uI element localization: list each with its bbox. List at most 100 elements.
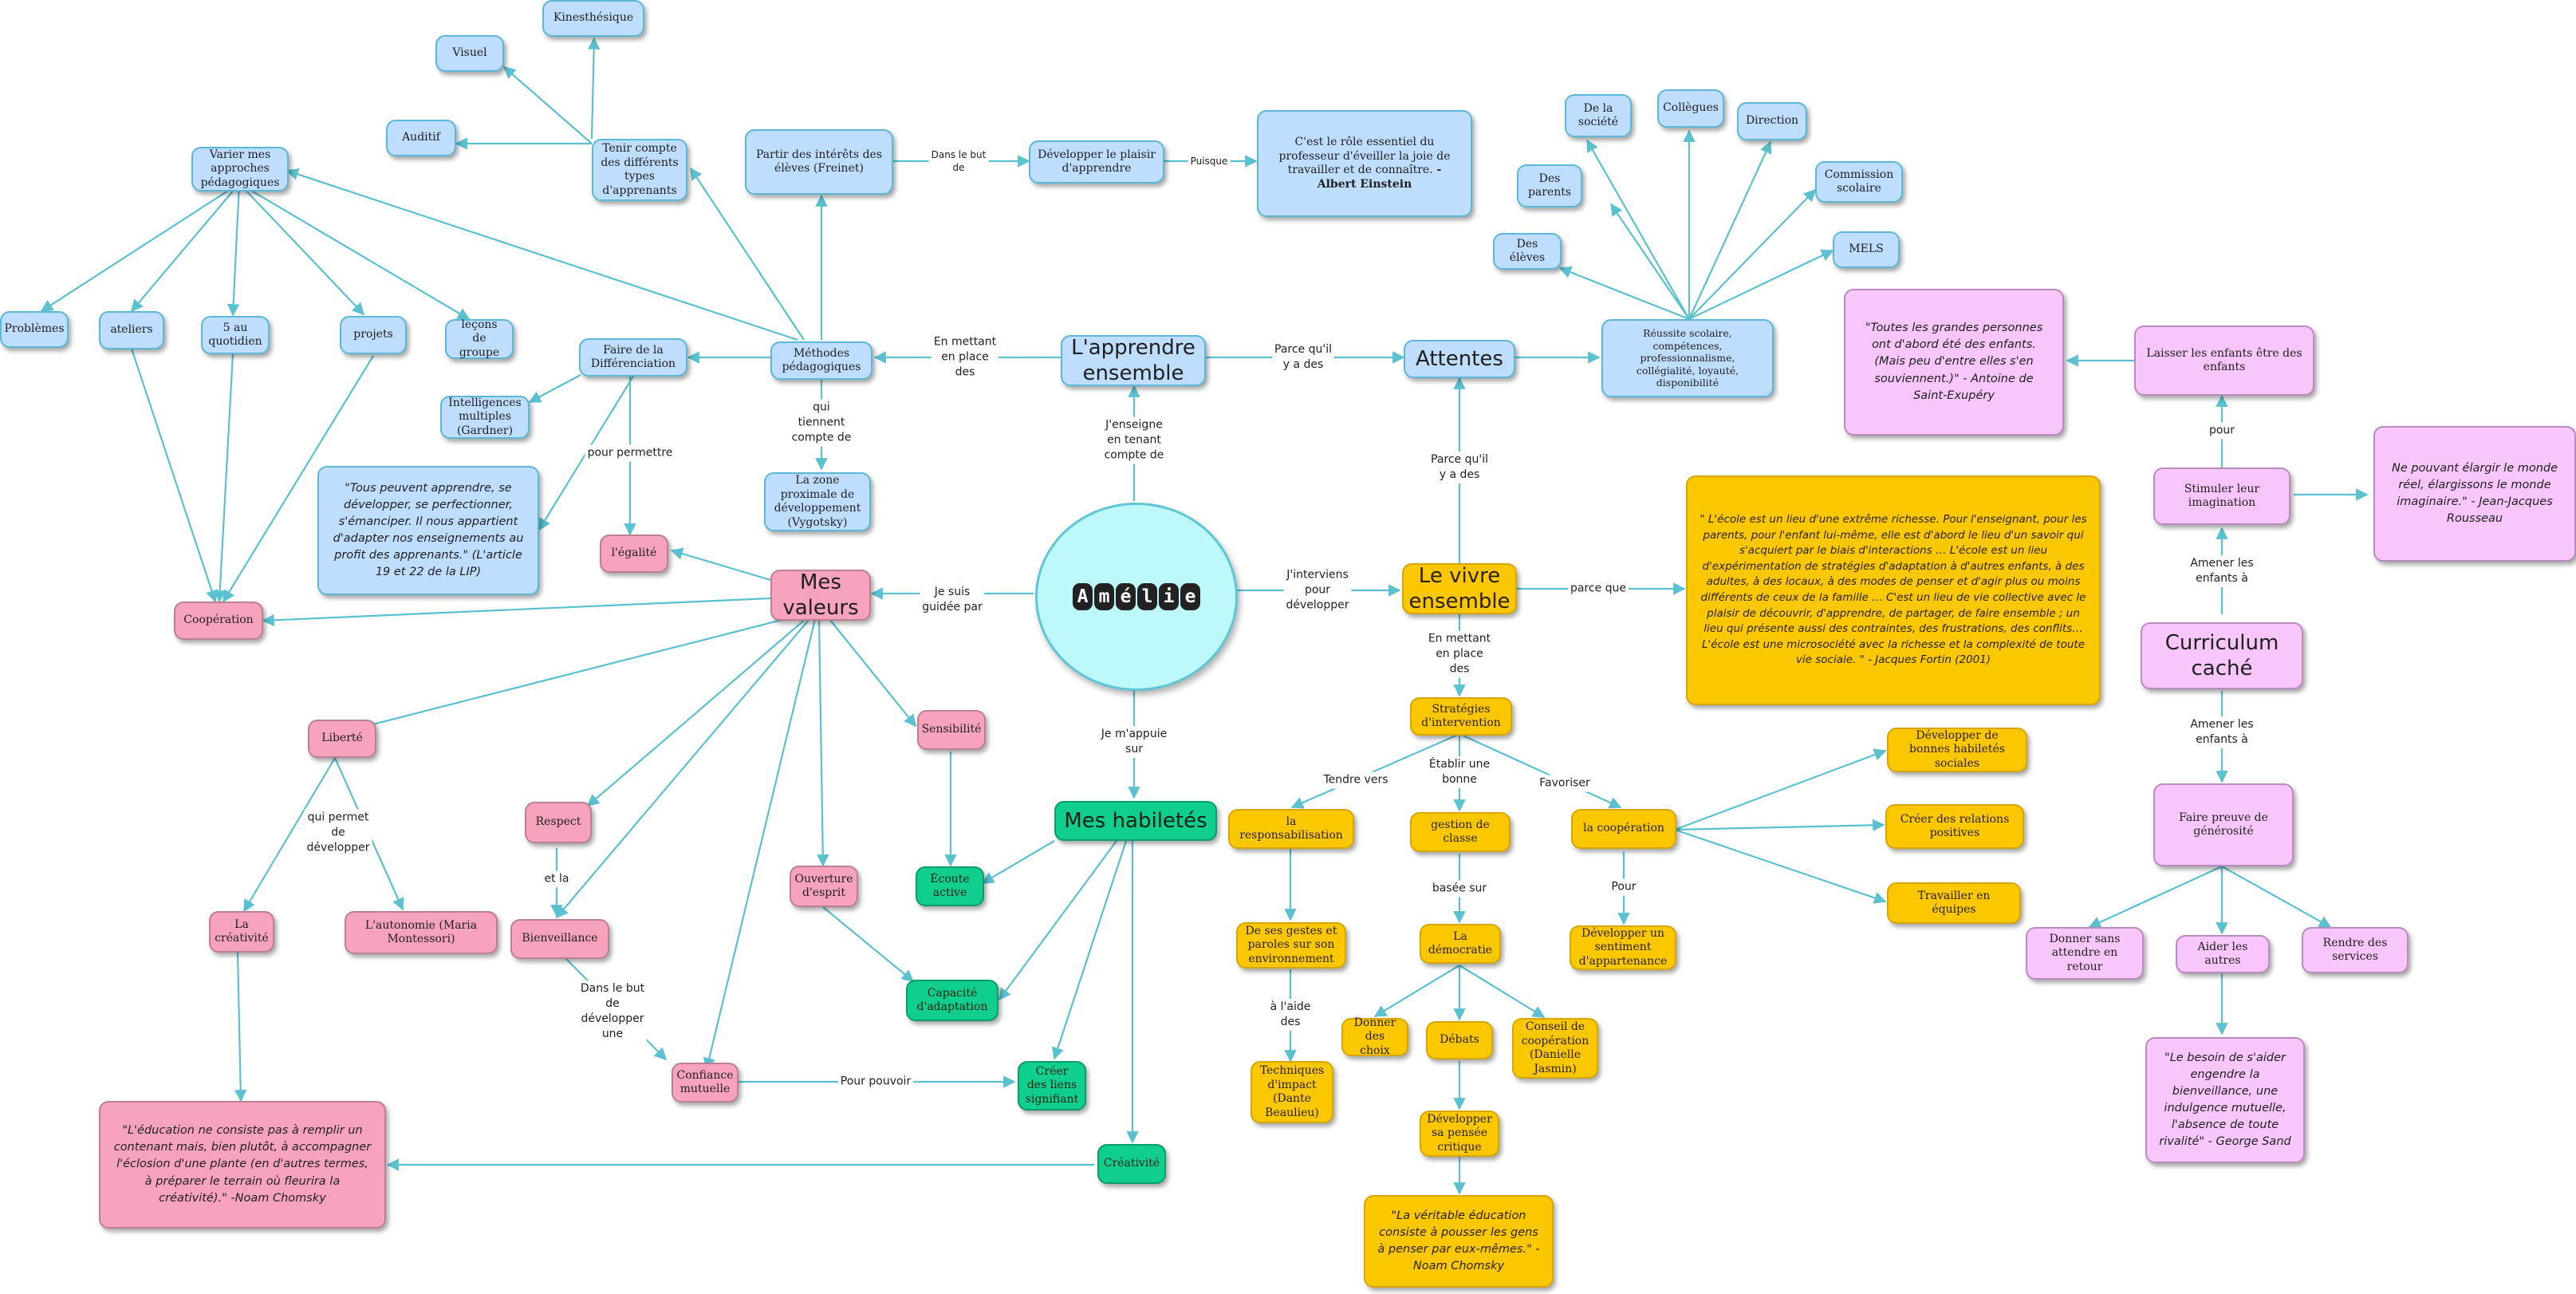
node-mels[interactable]: MELS	[1833, 231, 1900, 268]
node-varier-approches[interactable]: Varier mes approches pédagogiques	[191, 147, 289, 191]
link-label-puisque: Puisque	[1188, 153, 1231, 169]
center-node-amelie[interactable]: A m é l i e	[1035, 503, 1238, 691]
node-plaisir-apprendre[interactable]: Développer le plaisir d'apprendre	[1029, 140, 1164, 183]
node-fortin-quote[interactable]: " L'école est un lieu d'une extrême rich…	[1686, 475, 2101, 705]
link-label-basee-sur: basée sur	[1429, 880, 1490, 898]
node-collegues[interactable]: Collègues	[1657, 89, 1724, 128]
link-label-pour-permettre: pour permettre	[585, 444, 676, 462]
node-des-parents[interactable]: Des parents	[1517, 164, 1582, 207]
node-commission-scolaire[interactable]: Commission scolaire	[1815, 161, 1903, 203]
node-methodes-pedagogiques[interactable]: Méthodes pédagogiques	[770, 341, 872, 380]
node-problemes[interactable]: Problèmes	[0, 311, 69, 348]
link-label-et-la: et la	[542, 870, 572, 888]
node-aider-autres[interactable]: Aider les autres	[2176, 935, 2270, 973]
title-letter: A	[1073, 583, 1093, 610]
node-debats[interactable]: Débats	[1426, 1021, 1493, 1059]
node-gestes-paroles[interactable]: De ses gestes et paroles sur son environ…	[1236, 922, 1346, 969]
hub-mes-habiletes[interactable]: Mes habiletés	[1054, 801, 1217, 841]
link-label-parce-que: parce que	[1567, 580, 1629, 598]
hub-apprendre-ensemble[interactable]: L'apprendre ensemble	[1061, 335, 1206, 386]
node-5-au-quotidien[interactable]: 5 au quotidien	[201, 316, 270, 354]
node-autonomie[interactable]: L'autonomie (Maria Montessori)	[345, 911, 498, 954]
node-gestion-classe[interactable]: gestion de classe	[1410, 812, 1511, 852]
node-relations-positives[interactable]: Créer des relations positives	[1885, 804, 2024, 849]
node-des-eleves[interactable]: Des élèves	[1493, 233, 1562, 270]
node-democratie[interactable]: La démocratie	[1420, 924, 1501, 964]
node-creativite-valeur[interactable]: La créativité	[209, 911, 274, 953]
node-ecoute-active[interactable]: Écoute active	[916, 866, 984, 906]
node-strategies-intervention[interactable]: Stratégies d'intervention	[1410, 697, 1512, 736]
node-tenir-compte[interactable]: Tenir compte des différents types d'appr…	[592, 139, 687, 201]
node-reussite-scolaire[interactable]: Réussite scolaire, compétences, professi…	[1601, 319, 1774, 397]
node-auditif[interactable]: Auditif	[386, 120, 456, 156]
node-sensibilite[interactable]: Sensibilité	[917, 710, 986, 750]
node-laisser-enfants[interactable]: Laisser les enfants être des enfants	[2134, 325, 2314, 396]
node-lip-quote[interactable]: "Tous peuvent apprendre, se développer, …	[317, 466, 539, 595]
node-lecons-groupe[interactable]: leçons de groupe	[445, 318, 514, 359]
node-egalite[interactable]: l'égalité	[600, 535, 668, 573]
node-visuel[interactable]: Visuel	[435, 35, 504, 72]
title-letter: é	[1116, 583, 1136, 610]
node-donner-sans-attendre[interactable]: Donner sans attendre en retour	[2026, 927, 2144, 980]
node-rousseau-quote[interactable]: Ne pouvant élargir le monde réel, élargi…	[2373, 426, 2576, 562]
node-faire-preuve-generosite[interactable]: Faire preuve de générosité	[2153, 783, 2294, 866]
link-label-pour-2: pour	[2206, 422, 2238, 440]
node-habiletes-sociales[interactable]: Développer de bonnes habiletés sociales	[1887, 728, 2027, 772]
node-projets[interactable]: projets	[340, 316, 407, 354]
hub-vivre-ensemble[interactable]: Le vivre ensemble	[1402, 563, 1517, 614]
hub-mes-valeurs[interactable]: Mes valeurs	[770, 570, 871, 621]
hub-attentes[interactable]: Attentes	[1404, 340, 1515, 378]
node-sand-quote[interactable]: "Le besoin de s'aider engendre la bienve…	[2145, 1037, 2305, 1163]
node-travailler-equipes[interactable]: Travailler en équipes	[1887, 882, 2021, 924]
node-de-la-societe[interactable]: De la société	[1565, 94, 1632, 137]
node-ouverture-esprit[interactable]: Ouverture d'esprit	[790, 866, 858, 907]
node-conseil-cooperation[interactable]: Conseil de coopération (Danielle Jasmin)	[1512, 1018, 1598, 1079]
node-saint-exupery-quote[interactable]: "Toutes les grandes personnes ont d'abor…	[1844, 289, 2064, 436]
node-liberte[interactable]: Liberté	[308, 720, 376, 758]
node-zone-proximale[interactable]: La zone proximale de développement (Vygo…	[764, 472, 871, 531]
node-cooperation-valeur[interactable]: Coopération	[174, 602, 263, 640]
node-partir-interets[interactable]: Partir des intérêts des élèves (Freinet)	[745, 129, 893, 195]
node-chomsky-quote[interactable]: "L'éducation ne consiste pas à remplir u…	[99, 1101, 386, 1229]
node-intelligences-multiples[interactable]: Intelligences multiples (Gardner)	[440, 396, 530, 439]
node-einstein-quote[interactable]: C'est le rôle essentiel du professeur d'…	[1257, 110, 1472, 217]
node-donner-choix[interactable]: Donner des choix	[1341, 1016, 1408, 1057]
node-bienveillance[interactable]: Bienveillance	[510, 919, 609, 959]
hub-curriculum-cache[interactable]: Curriculum caché	[2141, 622, 2303, 689]
node-creer-liens[interactable]: Créer des liens signifiant	[1018, 1061, 1086, 1111]
title-letter: m	[1094, 583, 1114, 610]
title-letter: l	[1137, 583, 1157, 610]
node-kinesthesique[interactable]: Kinesthésique	[542, 0, 644, 37]
node-capacite-adaptation[interactable]: Capacité d'adaptation	[906, 980, 998, 1021]
node-techniques-impact[interactable]: Techniques d'impact (Dante Beaulieu)	[1251, 1061, 1333, 1123]
node-pensee-critique[interactable]: Développer sa pensée critique	[1420, 1111, 1499, 1157]
node-respect[interactable]: Respect	[525, 802, 592, 843]
node-la-cooperation[interactable]: la coopération	[1571, 809, 1676, 849]
node-chomsky2-quote[interactable]: "La véritable éducation consiste à pouss…	[1364, 1195, 1554, 1288]
node-stimuler-imagination[interactable]: Stimuler leur imagination	[2153, 467, 2290, 525]
node-sentiment-appartenance[interactable]: Développer un sentiment d'appartenance	[1570, 925, 1676, 970]
einstein-author: - Albert Einstein	[1317, 164, 1442, 191]
link-label-tendre-vers: Tendre vers	[1321, 771, 1391, 789]
node-ateliers[interactable]: ateliers	[99, 311, 164, 349]
node-direction[interactable]: Direction	[1737, 102, 1807, 140]
node-responsabilisation[interactable]: la responsabilisation	[1228, 809, 1354, 849]
node-confiance-mutuelle[interactable]: Confiance mutuelle	[672, 1063, 739, 1103]
link-label-favoriser: Favoriser	[1537, 775, 1593, 792]
title-letter: e	[1180, 583, 1200, 610]
node-faire-differenciation[interactable]: Faire de la Différenciation	[579, 338, 687, 377]
node-creativite-habilete[interactable]: Créativité	[1097, 1144, 1166, 1184]
title-letter: i	[1159, 583, 1179, 610]
node-rendre-services[interactable]: Rendre des services	[2302, 927, 2409, 973]
